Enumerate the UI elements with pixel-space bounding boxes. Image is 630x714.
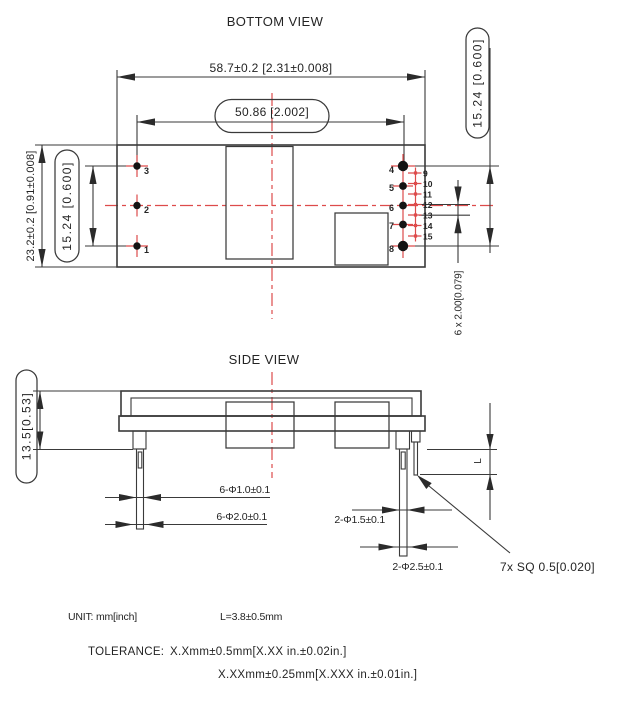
- pin-13-label: 13: [423, 211, 433, 221]
- bottom-view: BOTTOM VIEW 58.7±0.2 [2.31±0.008] 50.86 …: [25, 14, 499, 335]
- dim-square-pins: 7x SQ 0.5[0.020]: [500, 560, 595, 574]
- unit-note: UNIT: mm[inch]: [68, 611, 137, 623]
- pin-12-pad: [413, 202, 418, 207]
- pin-lead: [398, 448, 408, 557]
- pin-14-pad: [413, 223, 418, 228]
- pin-12-label: 12: [423, 200, 433, 210]
- side-right-pin: [395, 430, 411, 557]
- pin-9-label: 9: [423, 169, 428, 179]
- internal-component-small: [334, 212, 389, 266]
- pin-7: [399, 220, 407, 229]
- pin-3-label: 3: [144, 166, 149, 176]
- left-pitch-balloon: [54, 149, 80, 263]
- pin-7-label: 7: [389, 221, 394, 231]
- tolerance-line1: X.Xmm±0.5mm[X.XX in.±0.02in.]: [170, 646, 347, 658]
- pin-1: [133, 242, 141, 250]
- notes: UNIT: mm[inch] L=3.8±0.5mm TOLERANCE: X.…: [68, 611, 417, 681]
- pin-shoulder: [132, 430, 147, 450]
- dim-pin-span: 50.86 [2.002]: [235, 105, 309, 119]
- pin-2-label: 2: [144, 205, 149, 215]
- pin-span-balloon: [214, 98, 330, 134]
- component-block-right: [334, 401, 390, 449]
- square-pin-lead: [413, 441, 419, 476]
- side-dimension-lines: [33, 390, 511, 554]
- dim-right-span: 15.24 [0.600]: [471, 38, 485, 128]
- internal-component-large: [225, 145, 294, 260]
- dim-side-height: 13.5[0.53]: [20, 392, 34, 460]
- pin-3: [133, 162, 141, 170]
- dim-pin-diameter-1: 6-Φ1.0±0.1: [219, 484, 270, 496]
- side-left-pin: [132, 430, 147, 530]
- pin-lead-detail: [137, 451, 143, 469]
- pin-2: [133, 201, 141, 210]
- dim-l-label: L: [473, 458, 484, 464]
- l-value-note: L=3.8±0.5mm: [220, 611, 283, 623]
- tolerance-label: TOLERANCE:: [88, 646, 164, 658]
- side-view: SIDE VIEW 13.5[0.53] 6-: [15, 352, 595, 574]
- pin-14-label: 14: [423, 221, 433, 231]
- dimension-arrowheads: [38, 73, 494, 268]
- dim-pin-diameter-4: 2-Φ2.5±0.1: [392, 561, 443, 573]
- pcb-board: [118, 415, 426, 432]
- pin-lead: [135, 448, 145, 530]
- housing-outline: [120, 390, 422, 417]
- dim-pin-diameter-3: 2-Φ1.5±0.1: [334, 514, 385, 526]
- tolerance-line2: X.XXmm±0.25mm[X.XXX in.±0.01in.]: [218, 669, 417, 681]
- left-pins: 3 2 1: [126, 155, 149, 257]
- right-span-balloon: [465, 27, 490, 139]
- pin-8: [397, 240, 409, 252]
- dim-overall-height: 23.2±0.2 [0.91±0.008]: [25, 150, 37, 261]
- pin-6-label: 6: [389, 203, 394, 213]
- pin-lead-detail: [400, 451, 406, 470]
- pin-15-label: 15: [423, 232, 433, 242]
- dimension-lines: [35, 48, 499, 268]
- pin-9-pad: [413, 171, 418, 175]
- pin-shoulder: [395, 430, 411, 450]
- side-height-balloon: [15, 369, 38, 484]
- pin-10-pad: [413, 181, 418, 186]
- side-square-pin: [410, 430, 421, 476]
- side-view-title: SIDE VIEW: [229, 352, 300, 367]
- small-pins: 9 10 11 12 13 14 15: [408, 167, 433, 242]
- pin-5: [399, 182, 407, 190]
- pin-15-pad: [413, 234, 418, 238]
- bottom-view-title: BOTTOM VIEW: [227, 14, 324, 29]
- pin-11-label: 11: [423, 190, 432, 200]
- pin-11-pad: [413, 192, 418, 196]
- dim-small-pin-pitch: 6 x 2.00[0.079]: [454, 270, 465, 335]
- pin-4: [397, 160, 409, 172]
- pin-1-label: 1: [144, 245, 149, 255]
- square-pin-base: [410, 430, 421, 443]
- pin-4-label: 4: [389, 165, 394, 175]
- pin-8-label: 8: [389, 244, 394, 254]
- pin-13-pad: [413, 213, 418, 217]
- dim-left-pitch: 15.24 [0.600]: [60, 161, 74, 251]
- pin-5-label: 5: [389, 183, 394, 193]
- component-block-left: [225, 401, 295, 449]
- dim-pin-diameter-2: 6-Φ2.0±0.1: [216, 511, 267, 523]
- dim-overall-width: 58.7±0.2 [2.31±0.008]: [210, 61, 333, 75]
- right-pins: 4 5 6 7 8: [389, 154, 415, 258]
- pin-6: [399, 201, 407, 210]
- side-dimension-arrowheads: [36, 391, 494, 551]
- module-body-outline: [116, 144, 426, 268]
- pin-10-label: 10: [423, 179, 433, 189]
